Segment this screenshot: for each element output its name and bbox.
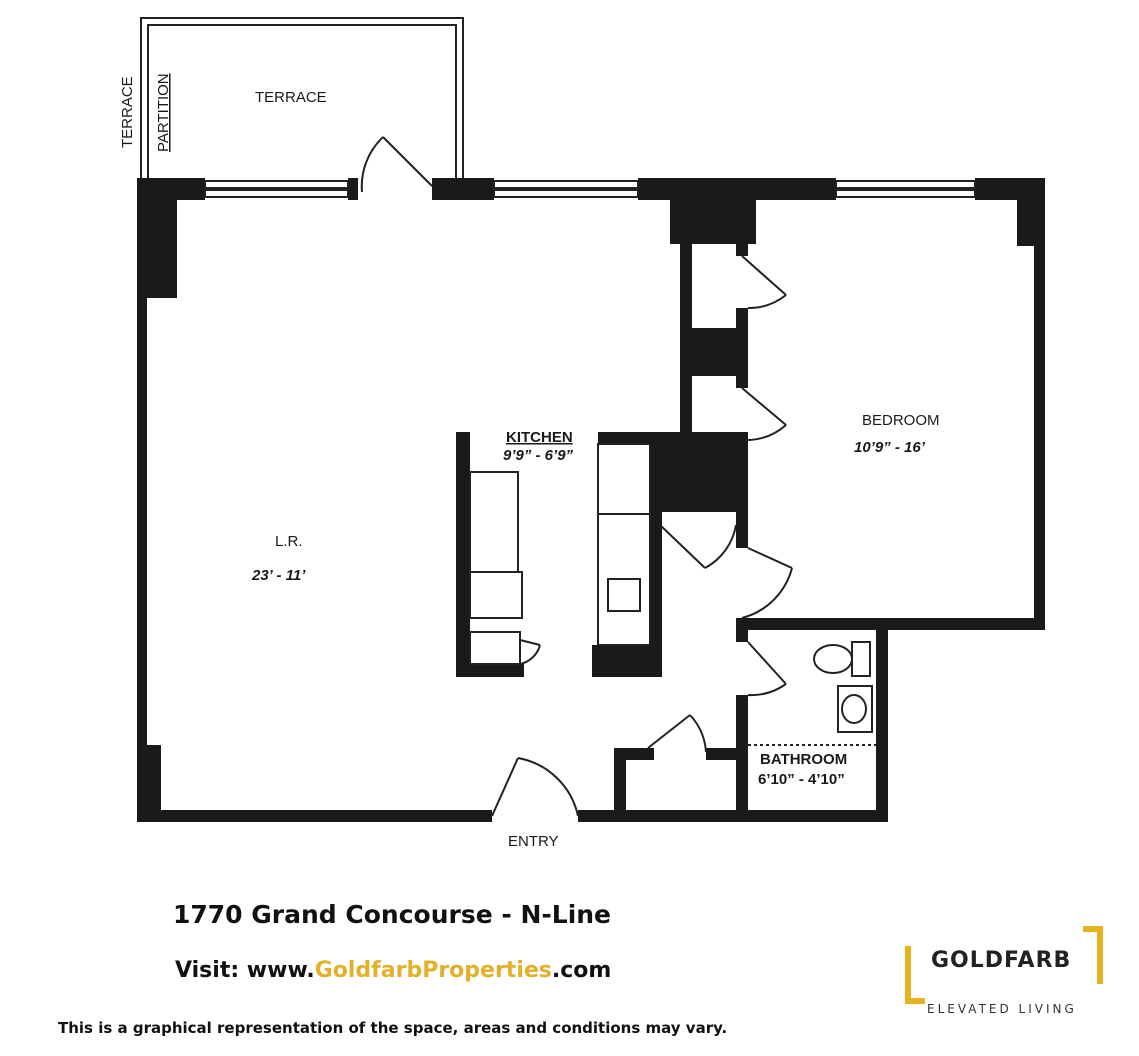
logo-bracket-left — [905, 946, 925, 1004]
logo-tagline: ELEVATED LIVING — [927, 1002, 1077, 1016]
property-address: 1770 Grand Concourse - N-Line — [173, 900, 612, 929]
logo-wordmark: GOLDFARB — [931, 948, 1072, 973]
label-terrace-side: TERRACE — [119, 76, 136, 148]
exterior-walls — [137, 178, 1045, 822]
label-bathroom-dim: 6’10” - 4’10” — [758, 771, 845, 788]
label-partition: PARTITION — [155, 73, 172, 152]
label-kitchen-dim: 9’9” - 6’9” — [503, 447, 574, 464]
terrace-outline — [140, 17, 464, 180]
label-bedroom-dim: 10’9” - 16’ — [854, 439, 926, 456]
floor-plan: TERRACE PARTITION TERRACE KITCHEN 9’9” -… — [119, 17, 1045, 850]
visit-suffix: .com — [551, 958, 612, 983]
label-bedroom: BEDROOM — [862, 412, 940, 429]
label-living-room: L.R. — [275, 533, 303, 550]
disclaimer: This is a graphical representation of th… — [58, 1019, 728, 1037]
logo-bracket-right — [1083, 926, 1103, 984]
label-terrace: TERRACE — [255, 89, 327, 106]
interior-walls — [456, 244, 748, 822]
label-entry: ENTRY — [508, 833, 559, 850]
label-kitchen: KITCHEN — [506, 429, 573, 446]
visit-line[interactable]: Visit: www.GoldfarbProperties.com — [175, 958, 611, 983]
windows — [204, 180, 976, 198]
top-wall — [137, 178, 1045, 298]
label-bathroom: BATHROOM — [760, 751, 847, 768]
kitchen-fixtures — [469, 443, 651, 665]
label-living-room-dim: 23’ - 11’ — [251, 567, 306, 584]
visit-brand: GoldfarbProperties — [314, 958, 552, 983]
visit-prefix: Visit: www. — [175, 958, 315, 983]
goldfarb-logo: GOLDFARB ELEVATED LIVING — [905, 926, 1105, 1018]
terrace-door — [360, 136, 433, 193]
door-swings — [491, 255, 793, 817]
bathroom-fixtures — [748, 641, 876, 746]
